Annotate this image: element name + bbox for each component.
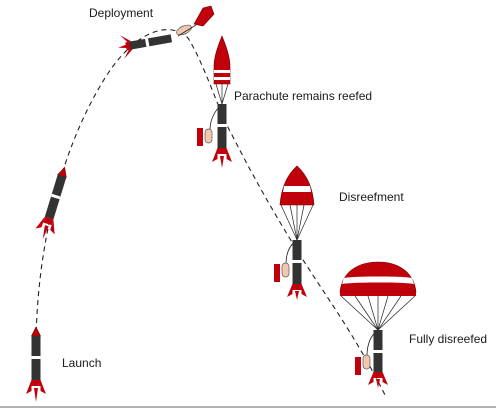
ascending-rocket (35, 166, 67, 240)
label-fully-disreefed: Fully disreefed (409, 332, 488, 346)
deployment-rocket (118, 5, 215, 59)
label-parachute-remains-reefed: Parachute remains reefed (234, 89, 373, 103)
flight-trajectory (35, 29, 386, 396)
label-launch: Launch (62, 356, 102, 370)
label-deployment: Deployment (89, 6, 154, 20)
launch-rocket (26, 326, 46, 402)
reefed-parachute-rocket (197, 35, 232, 168)
disreefment-parachute-rocket (274, 165, 315, 300)
label-disreefment: Disreefment (339, 190, 404, 204)
fully-disreefed-parachute-rocket (339, 261, 417, 388)
